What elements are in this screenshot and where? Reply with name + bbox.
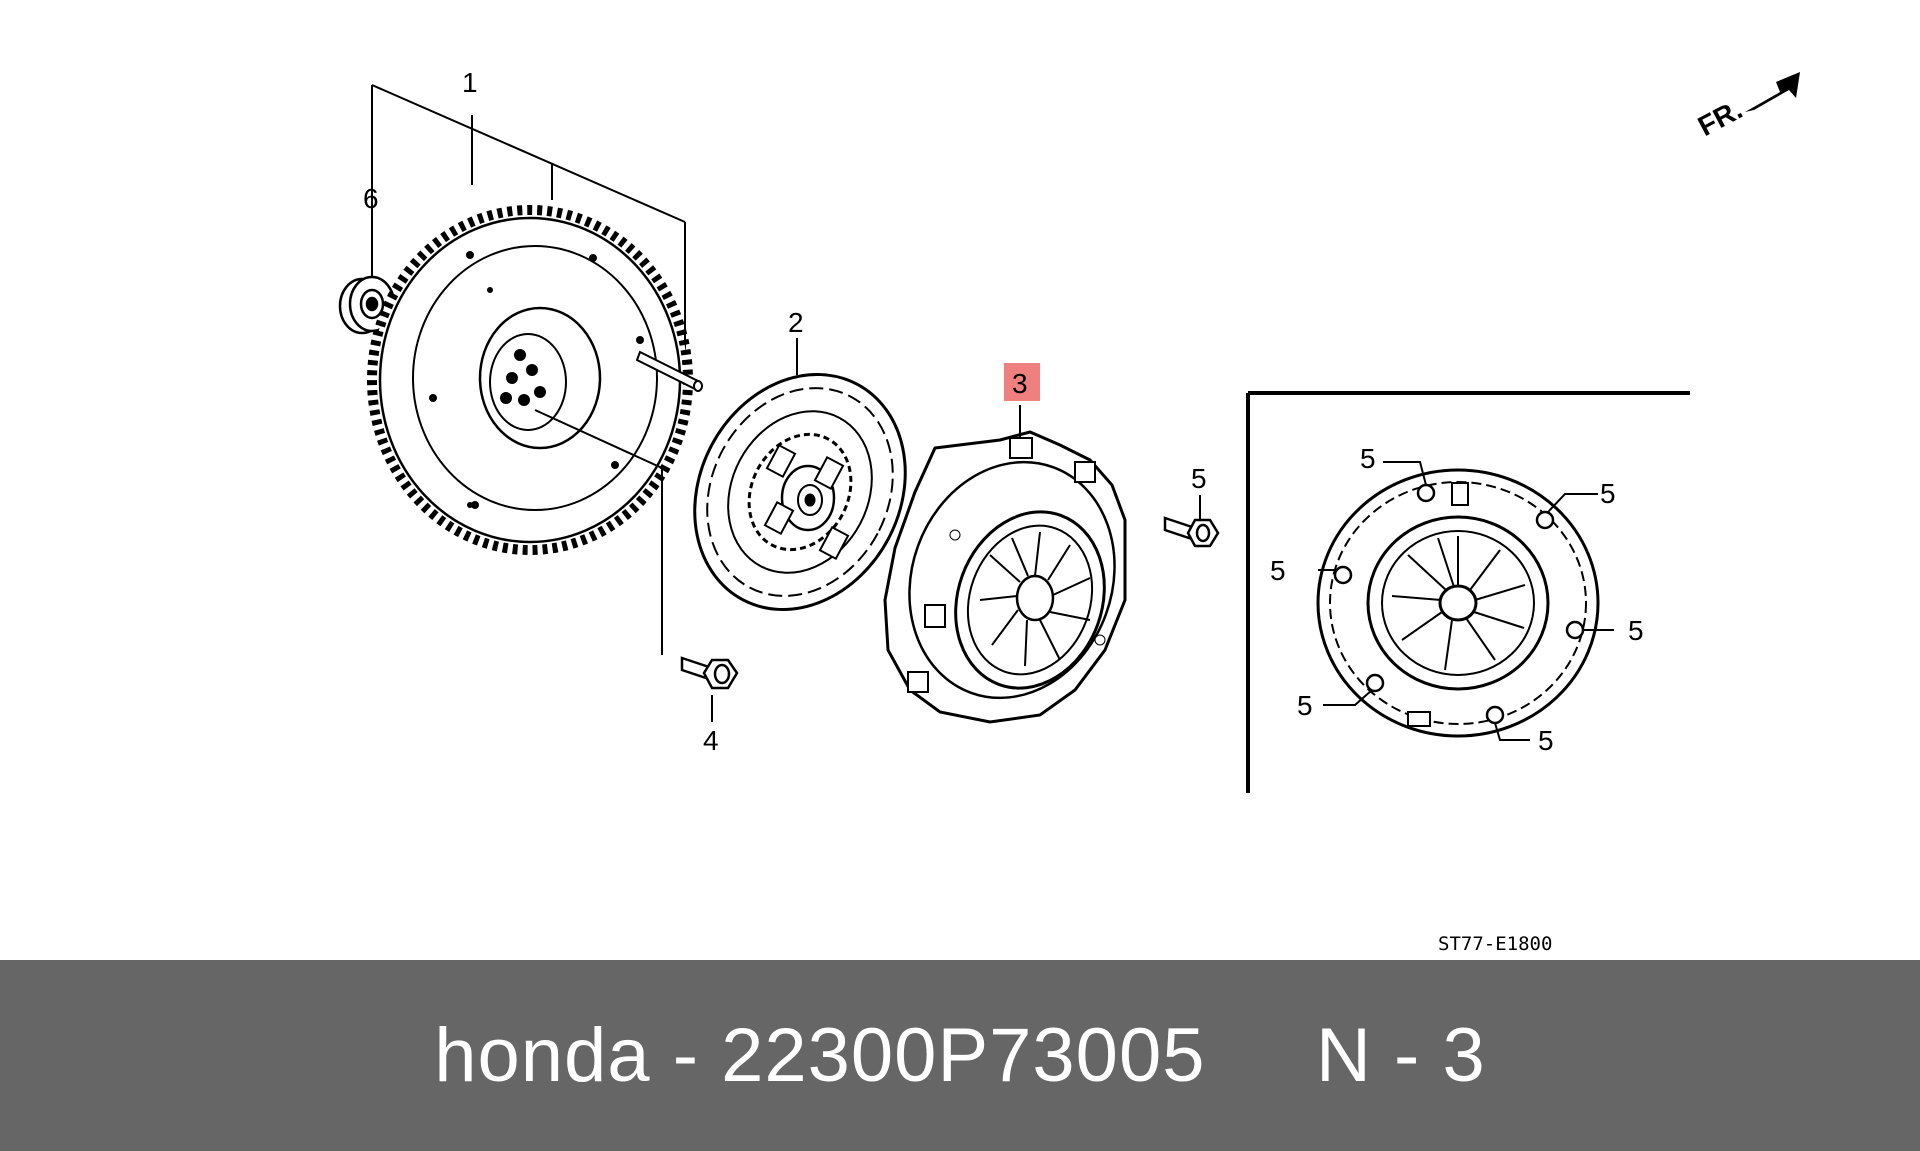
callout-6: 6	[363, 183, 379, 214]
callout-1-leader	[371, 84, 686, 370]
detail-callout: 5	[1360, 443, 1376, 474]
callout-4: 4	[703, 725, 719, 756]
clutch-disc-part-2	[693, 372, 907, 612]
detail-inset-frame	[1246, 391, 1690, 793]
callout-2: 2	[788, 307, 804, 338]
direction-label: FR.	[1693, 94, 1747, 143]
detail-callout: 5	[1297, 690, 1313, 721]
detail-callout: 5	[1538, 725, 1554, 756]
detail-callout: 5	[1628, 615, 1644, 646]
pressure-plate-bolt-part-5	[1163, 516, 1220, 548]
parts-diagram: 1 2 3 4 5 6 5 5 5 5 5 5 FR. ST77-E1800	[338, 67, 1800, 955]
part-caption: honda - 22300P73005 N - 3	[434, 1013, 1486, 1098]
dowel-pin	[635, 350, 703, 392]
detail-pressure-plate	[1316, 468, 1600, 738]
callout-1: 1	[462, 67, 478, 98]
detail-callout: 5	[1600, 478, 1616, 509]
front-direction-arrow-icon	[1745, 72, 1800, 112]
pressure-plate-part-3	[883, 430, 1127, 724]
reference-code: ST77-E1800	[1438, 933, 1552, 955]
detail-leaders	[1318, 461, 1614, 741]
callout-4-leader	[534, 409, 713, 722]
callout-5: 5	[1191, 463, 1207, 494]
flywheel-part-1	[367, 205, 693, 555]
flywheel-bolt-part-4	[680, 656, 739, 690]
callout-3: 3	[1012, 368, 1028, 399]
detail-callout: 5	[1270, 555, 1286, 586]
caption-bar: honda - 22300P73005 N - 3	[0, 960, 1920, 1151]
callout-3-highlight	[1004, 363, 1040, 401]
